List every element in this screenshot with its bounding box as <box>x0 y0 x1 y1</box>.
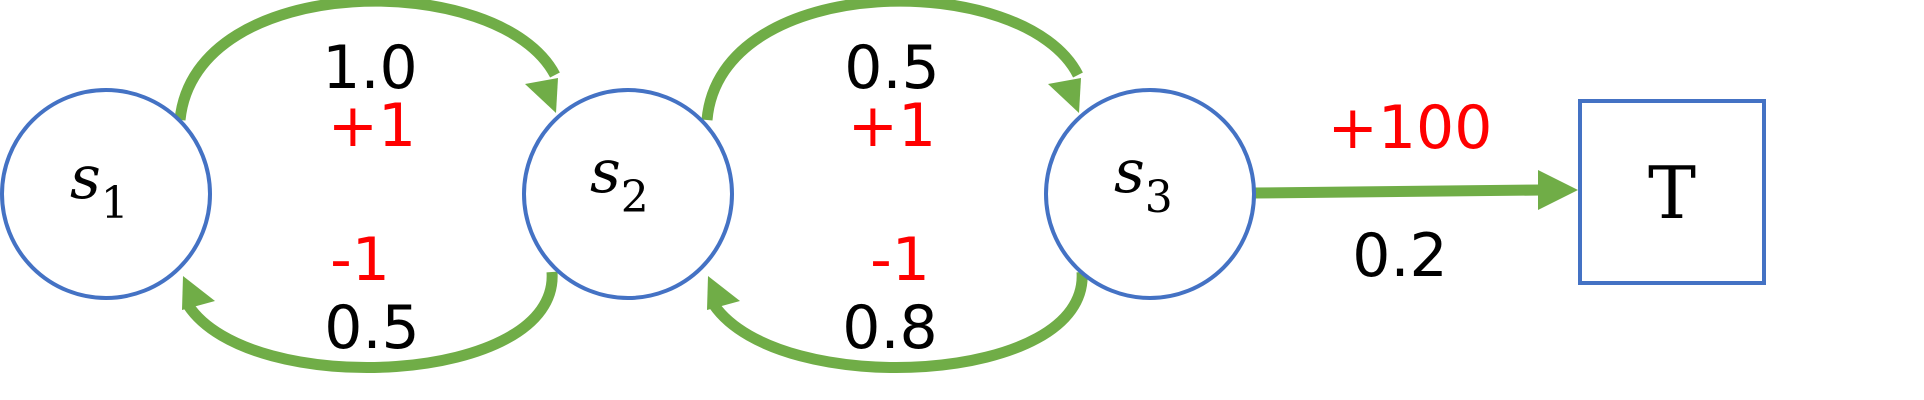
edge-s1-to-s2 <box>174 0 560 121</box>
state-label-s2: s2 <box>590 137 649 223</box>
state-node-s3: s3 <box>1044 88 1256 300</box>
state-label-s1: s1 <box>70 143 129 229</box>
arrowhead-s2-to-s1 <box>182 276 215 310</box>
probability-label-s3-to-s2: 0.8 <box>842 293 937 363</box>
edge-s2-to-s1 <box>183 271 558 373</box>
arrowhead-s1-to-s2 <box>525 78 558 113</box>
state-label-s3: s3 <box>1114 137 1173 223</box>
probability-label-s1-to-s2: 1.0 <box>322 33 417 103</box>
probability-label-s2-to-s1: 0.5 <box>324 293 419 363</box>
reward-label-s3-to-terminal: +100 <box>1328 93 1493 163</box>
arrowhead-s3-to-terminal <box>1538 170 1578 210</box>
terminal-box <box>1578 99 1766 285</box>
reward-label-s2-to-s3: +1 <box>848 91 936 161</box>
state-circle-s2 <box>522 88 734 300</box>
edge-s3-to-s2 <box>709 271 1088 373</box>
reward-label-s1-to-s2: +1 <box>328 91 416 161</box>
state-node-s2: s2 <box>522 88 734 300</box>
arrowhead-s2-to-s3 <box>1048 78 1081 113</box>
arrowhead-s3-to-s2 <box>707 276 740 310</box>
reward-label-s3-to-s2: -1 <box>870 225 930 295</box>
edge-s3-to-terminal <box>1253 184 1543 199</box>
edge-s2-to-s3 <box>701 0 1083 121</box>
reward-label-s2-to-s1: -1 <box>330 225 390 295</box>
state-circle-s1 <box>0 88 212 300</box>
probability-label-s3-to-terminal: 0.2 <box>1352 221 1447 291</box>
state-circle-s3 <box>1044 88 1256 300</box>
probability-label-s2-to-s3: 0.5 <box>844 33 939 103</box>
terminal-label: T <box>1648 151 1696 235</box>
terminal-node: T <box>1578 99 1766 285</box>
state-node-s1: s1 <box>0 88 212 300</box>
